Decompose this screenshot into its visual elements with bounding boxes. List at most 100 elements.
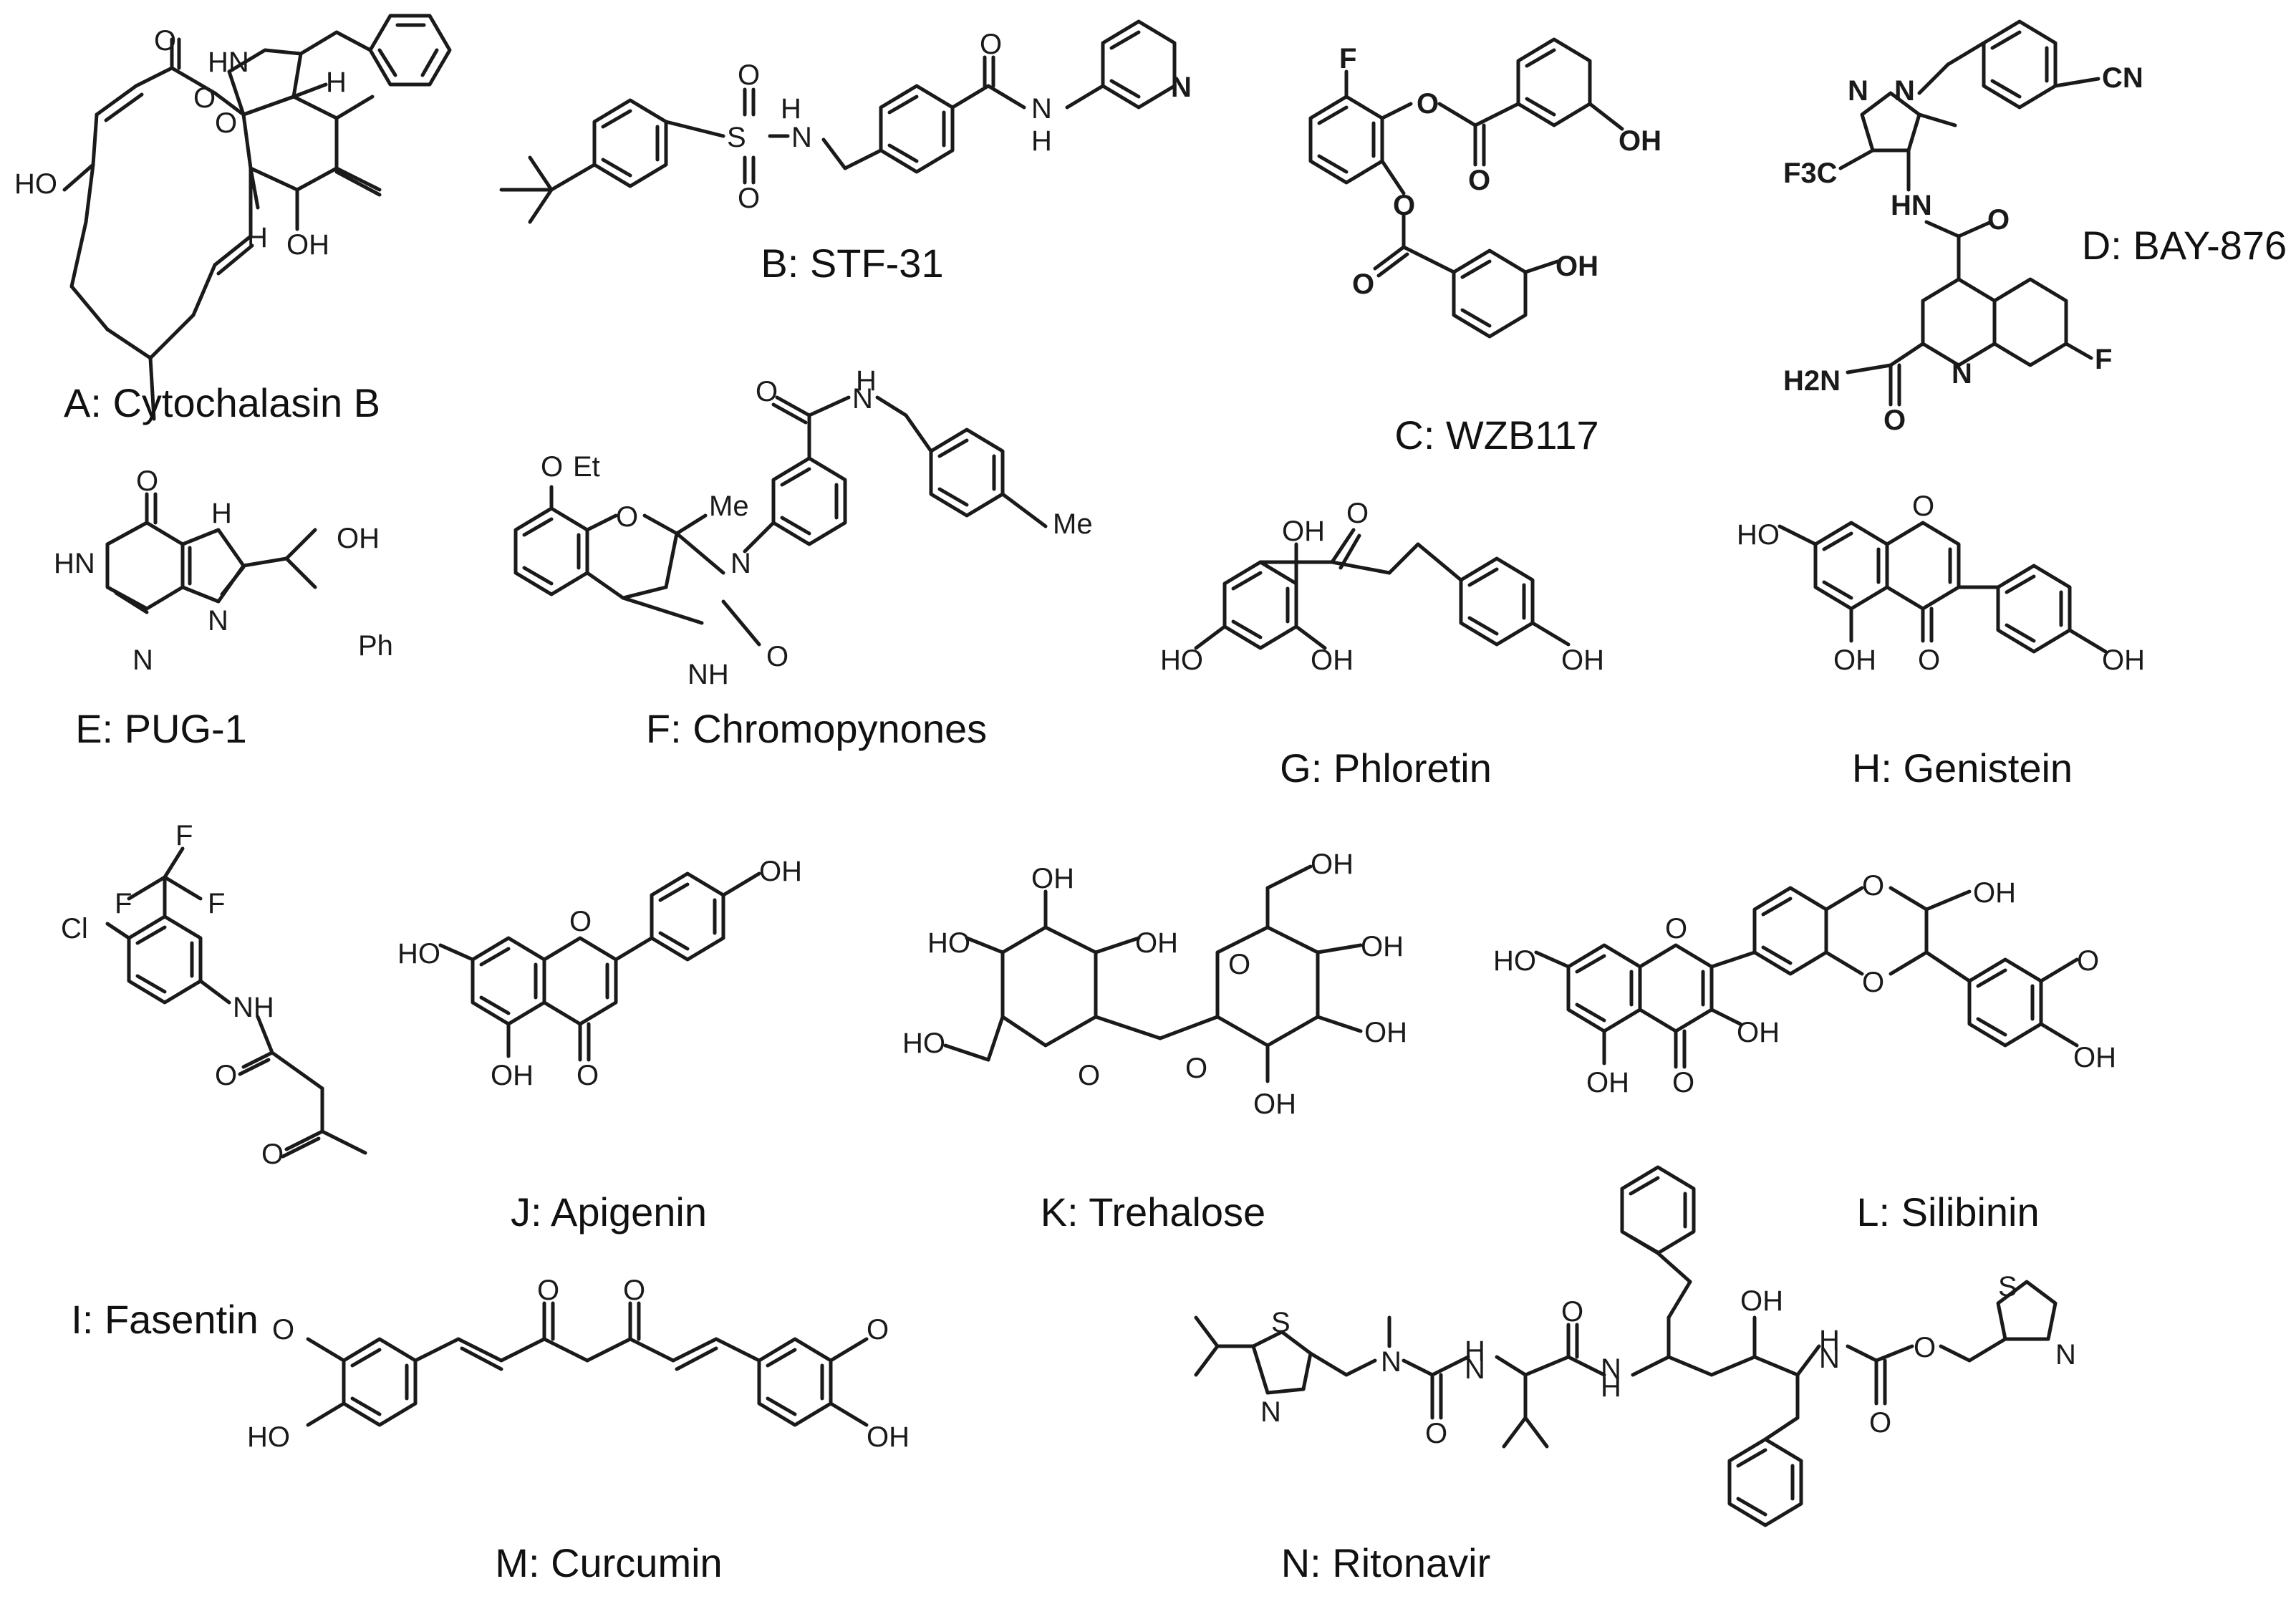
atom-label: OH — [1973, 877, 2016, 909]
caption-h: H: Genistein — [1851, 745, 2073, 791]
caption-g: G: Phloretin — [1280, 745, 1492, 791]
atom-label: H — [211, 498, 232, 529]
atom-label: F — [208, 888, 225, 919]
atom-label: OH — [491, 1060, 534, 1091]
atom-label: O — [215, 1060, 237, 1091]
atom-label: HO — [14, 168, 57, 200]
atom-label: O — [1672, 1067, 1694, 1098]
atom-label: O — [272, 1314, 294, 1345]
atom-label: OH — [1586, 1067, 1629, 1098]
atom-label: O — [1987, 204, 2010, 236]
atom-label: F — [115, 888, 132, 919]
atom-label: O — [1883, 405, 1906, 436]
atom-label: O — [1914, 1332, 1936, 1363]
caption-a: A: Cytochalasin B — [64, 380, 380, 425]
atom-label: OH — [1031, 863, 1074, 894]
atom-label: OH — [1561, 644, 1604, 676]
atom-label: CN — [2102, 62, 2143, 94]
atom-label: O — [766, 641, 788, 672]
atom-label: O — [193, 82, 216, 114]
atom-label: O — [2077, 945, 2099, 977]
atom-label: O — [1352, 269, 1374, 300]
atom-label: O — [569, 906, 592, 937]
atom-label: O — [577, 1060, 599, 1091]
atom-label: N — [1819, 1343, 1840, 1374]
caption-i: I: Fasentin — [71, 1297, 259, 1342]
atom-label: OH — [759, 856, 802, 887]
atom-label: OH — [1311, 849, 1354, 880]
atom-label: Ph — [358, 630, 393, 662]
caption-l: L: Silibinin — [1856, 1189, 2040, 1235]
atom-label: Et — [573, 451, 600, 483]
atom-label: F — [1339, 43, 1356, 74]
atom-label: O — [1425, 1418, 1447, 1449]
caption-f: F: Chromopynones — [645, 706, 988, 751]
atom-label: N — [1848, 75, 1868, 107]
atom-label: H — [1819, 1325, 1840, 1356]
atom-label: HO — [1493, 945, 1536, 977]
atom-label: O — [616, 501, 638, 533]
atom-label: H — [856, 365, 877, 397]
atom-label: F — [175, 820, 193, 851]
atom-label: OH — [1311, 644, 1354, 676]
atom-label: OH — [286, 229, 329, 261]
atom-label: O — [738, 183, 760, 214]
atom-label: HO — [247, 1421, 290, 1453]
atom-label: OH — [1833, 644, 1876, 676]
atom-label: O — [1393, 190, 1415, 221]
atom-label: H — [1031, 125, 1052, 157]
atom-label: HO — [1737, 519, 1780, 551]
atom-label: NH — [233, 992, 274, 1023]
atom-label: O — [1665, 913, 1687, 944]
structure-d-bay-876: CN N N F3C HN O N F H2N O — [1783, 19, 2143, 436]
atom-label: OH — [2102, 644, 2145, 676]
structure-m-curcumin: O HO O O O OH — [247, 1275, 910, 1453]
atom-label: N — [730, 548, 751, 579]
caption-b: B: STF-31 — [761, 241, 944, 286]
atom-label: O — [738, 59, 760, 91]
atom-label: OH — [1135, 927, 1178, 959]
atom-label: N — [1952, 358, 1972, 390]
atom-label: N — [1381, 1346, 1402, 1378]
atom-label: OH — [1737, 1017, 1780, 1048]
atom-label: N — [1171, 72, 1192, 103]
atom-label: H2N — [1783, 365, 1841, 397]
structure-b-stf-31: S O O H N O N H N — [499, 19, 1192, 224]
atom-label: O — [1918, 644, 1940, 676]
caption-e: E: PUG-1 — [75, 706, 247, 751]
structure-i-fasentin: F F F Cl NH O O — [61, 820, 367, 1170]
structure-n-ritonavir: S N N H N O O H N OH H N O O S N — [1194, 1165, 2076, 1527]
atom-label: H — [247, 222, 268, 253]
structure-a-cytochalasin-b: O HN O O H H OH HO — [14, 14, 452, 421]
atom-label: NH — [688, 659, 729, 690]
atom-label: Me — [1053, 508, 1093, 540]
atom-label: O — [154, 25, 176, 57]
atom-label: N — [2055, 1339, 2076, 1371]
atom-label: N — [132, 644, 153, 676]
structure-j-apigenin: O HO OH O OH — [397, 856, 802, 1091]
atom-label: O — [1912, 491, 1934, 522]
atom-label: O — [1228, 949, 1250, 980]
atom-label: OH — [1555, 251, 1598, 282]
atom-label: O — [980, 29, 1002, 60]
atom-label: O — [1561, 1296, 1583, 1328]
structure-h-genistein: O HO OH O OH — [1737, 491, 2145, 676]
caption-j: J: Apigenin — [511, 1189, 707, 1235]
atom-label: H — [1601, 1371, 1621, 1403]
atom-label: HN — [54, 548, 95, 579]
atom-label: H — [781, 93, 801, 125]
atom-label: OH — [1364, 1017, 1407, 1048]
atom-label: OH — [1619, 125, 1661, 157]
atom-label: O — [1869, 1407, 1891, 1439]
atom-label: O — [1468, 165, 1490, 196]
atom-label: OH — [2073, 1042, 2116, 1073]
atom-label: N — [1465, 1353, 1485, 1385]
atom-label: O — [1417, 88, 1439, 120]
caption-c: C: WZB117 — [1394, 412, 1599, 458]
atom-label: N — [1031, 93, 1052, 125]
atom-label: O — [1862, 967, 1884, 998]
structure-l-silibinin: O HO OH O OH O O OH O OH — [1493, 870, 2116, 1098]
atom-label: N — [791, 122, 812, 153]
atom-label: HN — [1891, 190, 1932, 221]
atom-label: F — [2095, 344, 2112, 375]
